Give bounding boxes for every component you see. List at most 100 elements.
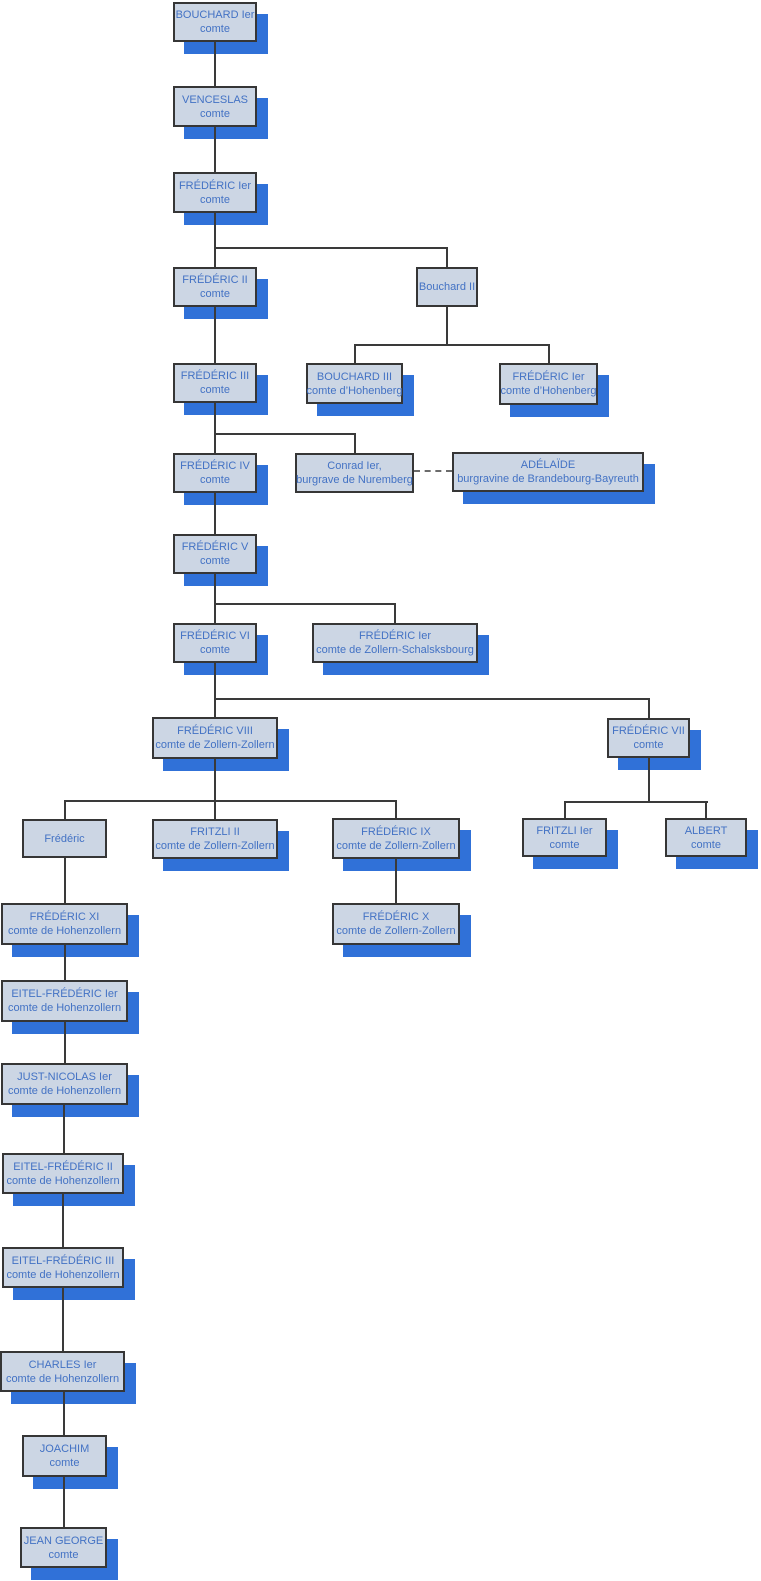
node-person-name: Conrad Ier, xyxy=(327,460,382,472)
node-person-name: FRÉDÉRIC V xyxy=(181,541,249,553)
node-person-name: FRITZLI II xyxy=(190,826,240,838)
node-person-name: FRÉDÉRIC VI xyxy=(180,630,250,642)
node-person-title: comte xyxy=(200,384,230,396)
connector-line xyxy=(446,344,550,346)
tree-node-frederic-1-hohenberg: FRÉDÉRIC Ier comte d’Hohenberg xyxy=(499,363,598,405)
connector-line xyxy=(354,434,356,453)
connector-line xyxy=(64,800,217,802)
node-person-name: FRÉDÉRIC VII xyxy=(612,725,685,737)
connector-line xyxy=(63,1105,65,1153)
node-person-title: comte xyxy=(200,23,230,35)
node-person-name: BOUCHARD Ier xyxy=(175,9,255,21)
node-person-name: VENCESLAS xyxy=(181,93,249,106)
connector-line xyxy=(214,493,216,534)
node-person-title: comte de Zollern-Zollern xyxy=(336,925,456,937)
tree-node-frederic-2: FRÉDÉRIC II comte xyxy=(173,267,257,307)
node-person-name: FRÉDÉRIC VIII xyxy=(177,725,253,737)
node-person-title: comte xyxy=(200,288,230,300)
connector-line xyxy=(564,801,650,803)
node-person-title: burgrave de Nuremberg xyxy=(296,474,413,486)
node-person-title: comte de Hohenzollern xyxy=(5,1372,120,1385)
connector-line xyxy=(548,345,550,363)
node-person-title: comte de Zollern-Zollern xyxy=(336,839,456,852)
node-person-title: comte xyxy=(633,739,664,751)
tree-node-frederic: Frédéric xyxy=(22,819,107,858)
connector-line xyxy=(354,345,356,363)
node-person-name: FRITZLI Ier xyxy=(536,824,593,837)
node-person-name: EITEL-FRÉDÉRIC III xyxy=(11,1254,115,1267)
node-person-title: comte de Hohenzollern xyxy=(6,1268,120,1281)
node-person-name: FRÉDÉRIC Ier xyxy=(178,179,252,192)
connector-line xyxy=(446,307,448,346)
node-person-name: FRÉDÉRIC X xyxy=(362,911,430,923)
connector-line xyxy=(62,1194,64,1247)
node-person-title: comte de Zollern-Zollern xyxy=(155,739,275,751)
tree-node-bouchard-2: Bouchard II xyxy=(416,267,478,307)
connector-line xyxy=(214,42,216,86)
connector-line xyxy=(214,307,216,363)
tree-node-frederic-7: FRÉDÉRIC VII comte xyxy=(607,718,690,758)
node-person-title: burgravine de Brandebourg-Bayreuth xyxy=(457,473,639,485)
node-person-name: FRÉDÉRIC XI xyxy=(29,911,100,923)
node-person-title: comte xyxy=(200,474,230,486)
connector-line xyxy=(62,1288,64,1351)
connector-line xyxy=(354,344,449,346)
connector-line xyxy=(214,759,216,802)
tree-node-conrad-1: Conrad Ier, burgrave de Nuremberg xyxy=(295,453,414,493)
node-person-title: comte d’Hohenberg xyxy=(306,384,403,397)
node-person-title: comte d’Hohenberg xyxy=(500,385,597,397)
connector-line xyxy=(214,127,216,172)
node-person-name: FRÉDÉRIC Ier xyxy=(512,371,585,383)
connector-line xyxy=(64,945,66,980)
node-person-name: CHARLES Ier xyxy=(28,1358,97,1371)
connector-line xyxy=(214,800,397,802)
connector-line xyxy=(214,698,650,700)
node-person-title: comte xyxy=(200,555,230,567)
node-person-name: Bouchard II xyxy=(418,281,476,293)
node-person-name: BOUCHARD III xyxy=(316,370,393,383)
connector-line xyxy=(214,574,216,605)
node-person-title: comte xyxy=(549,838,580,851)
connector-line xyxy=(64,858,66,903)
node-person-title: comte de Hohenzollern xyxy=(6,1174,120,1187)
node-person-title: comte xyxy=(48,1548,79,1561)
node-person-name: EITEL-FRÉDÉRIC II xyxy=(13,1160,113,1173)
node-person-title: comte xyxy=(200,107,230,120)
connector-line xyxy=(214,433,356,435)
node-person-title: comte de Hohenzollern xyxy=(7,1002,122,1014)
connector-line xyxy=(446,248,448,267)
tree-node-frederic-4: FRÉDÉRIC IV comte xyxy=(173,453,257,493)
tree-node-frederic-5: FRÉDÉRIC V comte xyxy=(173,534,257,574)
node-person-name: FRÉDÉRIC Ier xyxy=(358,630,432,642)
connector-line xyxy=(564,802,566,818)
connector-line xyxy=(705,802,707,818)
node-person-name: FRÉDÉRIC II xyxy=(182,274,248,286)
node-person-name: ALBERT xyxy=(684,824,728,837)
connector-line xyxy=(214,663,216,700)
node-person-name: JUST-NICOLAS Ier xyxy=(17,1071,112,1083)
node-person-title: comte xyxy=(200,644,230,656)
connector-line xyxy=(64,801,66,819)
connector-line xyxy=(214,247,448,249)
connector-line xyxy=(648,758,650,803)
node-person-name: FRÉDÉRIC IX xyxy=(361,825,431,838)
marriage-dashed-line xyxy=(414,470,452,472)
node-person-name: Frédéric xyxy=(44,832,85,845)
node-person-name: JEAN GEORGE xyxy=(23,1534,104,1547)
connector-line xyxy=(395,859,397,903)
node-person-name: FRÉDÉRIC IV xyxy=(180,460,250,472)
